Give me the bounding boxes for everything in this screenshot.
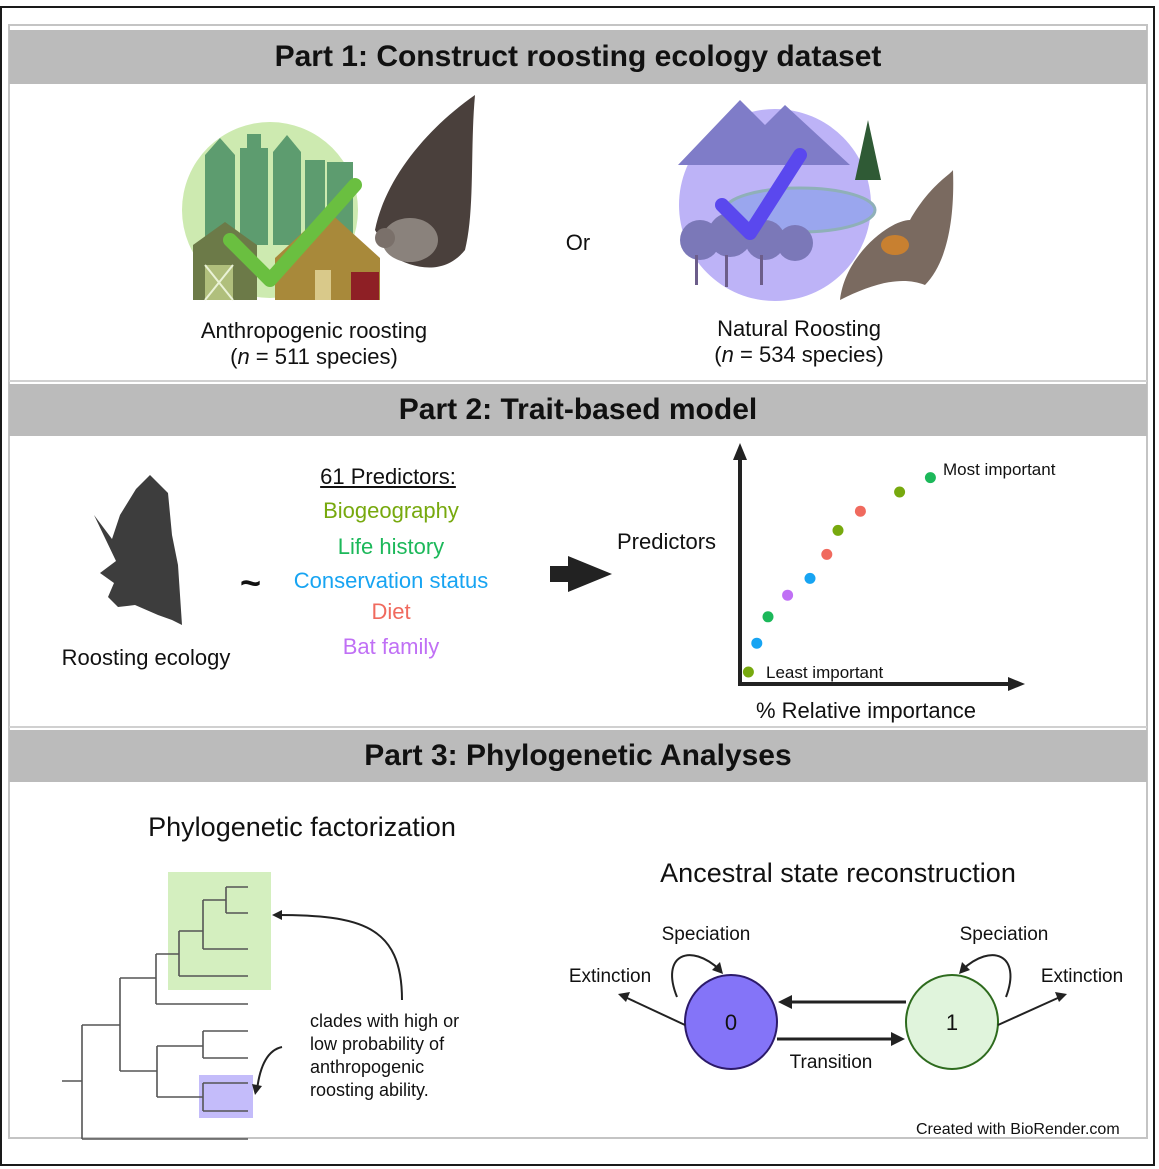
fruit-bat-icon — [840, 170, 954, 300]
speciation-right-label: Speciation — [959, 924, 1049, 945]
response-label: Roosting ecology — [61, 645, 231, 670]
clade-note-line: low probability of — [310, 1034, 445, 1054]
city-buildings-icon — [205, 134, 353, 245]
predictor-category: Life history — [337, 534, 445, 559]
pine-tree-icon — [855, 120, 881, 180]
phylogenetic-tree — [62, 872, 403, 1140]
data-point — [854, 505, 866, 517]
figure-frame — [0, 6, 1155, 1166]
bat-icon — [375, 95, 475, 268]
transition-label: Transition — [789, 1052, 873, 1073]
phylo-title: Phylogenetic factorization — [148, 812, 456, 842]
natural-label: Natural Roosting — [717, 316, 881, 341]
data-point — [751, 637, 763, 649]
natural-n-symbol: n — [721, 342, 734, 367]
biorender-credit: Created with BioRender.com — [916, 1121, 1120, 1138]
clade-note-line: anthropogenic — [310, 1057, 425, 1077]
arrowhead-icon — [272, 910, 282, 920]
predictors-header: 61 Predictors: — [320, 464, 456, 489]
clade-note: clades with high or low probability of ant… — [310, 1010, 459, 1102]
extinction-right-label: Extinction — [1040, 966, 1124, 987]
most-important-label: Most important — [943, 460, 1056, 479]
predictor-category: Diet — [371, 599, 411, 624]
data-point — [832, 524, 844, 536]
data-point — [821, 548, 833, 560]
state-0-label: 0 — [724, 1010, 738, 1035]
arrowhead-icon — [891, 1032, 905, 1046]
arrowhead-icon — [712, 962, 723, 974]
extinction-right-arrow — [997, 996, 1061, 1026]
arrowhead-icon — [959, 962, 970, 974]
separator — [9, 380, 1147, 382]
predictor-category: Bat family — [342, 634, 440, 659]
clade-note-line: clades with high or — [310, 1011, 460, 1031]
predictor-category: Biogeography — [323, 498, 459, 523]
tree-branches — [62, 886, 248, 1140]
anthropogenic-illustration — [182, 95, 475, 301]
anthropogenic-label: Anthropogenic roosting — [200, 318, 428, 343]
speciation-left-label: Speciation — [661, 924, 751, 945]
figure-panel — [8, 24, 1148, 1139]
arrowhead-icon — [1055, 992, 1067, 1002]
anthro-n-prefix: ( — [230, 344, 238, 369]
clade-note-line: roosting ability. — [310, 1080, 429, 1100]
anthro-n-value: = 511 species) — [249, 344, 398, 369]
predictor-category: Conservation status — [293, 568, 489, 593]
extinction-left-label: Extinction — [568, 966, 652, 987]
natural-count: (n = 534 species) — [714, 342, 883, 368]
y-axis-arrow-icon — [733, 443, 747, 460]
state-1-label: 1 — [945, 1010, 959, 1035]
arrow-to-low-clade — [256, 1046, 283, 1091]
asr-title: Ancestral state reconstruction — [660, 858, 1016, 888]
natural-n-prefix: ( — [714, 342, 722, 367]
part1-title: Part 1: Construct roosting ecology datas… — [274, 40, 882, 73]
part3-header: Part 3: Phylogenetic Analyses — [9, 730, 1147, 782]
chart-y-label: Predictors — [617, 529, 717, 554]
speciation-left-loop — [671, 954, 721, 998]
data-point — [782, 589, 794, 601]
data-point — [742, 666, 754, 678]
state-diagram — [618, 954, 1067, 1070]
speciation-right-loop — [961, 954, 1012, 998]
data-point — [894, 486, 906, 498]
or-label: Or — [565, 230, 591, 255]
right-arrow-icon — [550, 556, 612, 592]
data-point — [804, 572, 816, 584]
arrowhead-icon — [252, 1084, 262, 1095]
anthropogenic-count: (n = 511 species) — [230, 344, 398, 370]
arrowhead-icon — [778, 995, 792, 1009]
green-checkmark-icon — [223, 178, 362, 287]
purple-checkmark-icon — [715, 148, 807, 240]
mountains-icon — [678, 100, 850, 165]
extinction-left-arrow — [624, 996, 686, 1026]
bat-silhouette-icon — [94, 475, 182, 625]
x-axis-arrow-icon — [1008, 677, 1025, 691]
part1-header: Part 1: Construct roosting ecology datas… — [9, 30, 1147, 84]
part2-title: Part 2: Trait-based model — [398, 393, 758, 426]
data-point — [762, 611, 774, 623]
data-point — [924, 472, 936, 484]
tilde-symbol: ~ — [240, 562, 262, 603]
arrow-to-high-clade — [275, 914, 403, 1001]
state-1-node — [905, 974, 999, 1070]
least-important-label: Least important — [766, 663, 884, 682]
separator — [9, 726, 1147, 728]
natural-illustration — [678, 100, 954, 301]
part2-header: Part 2: Trait-based model — [9, 384, 1147, 436]
arrowhead-icon — [618, 992, 630, 1002]
part3-title: Part 3: Phylogenetic Analyses — [364, 739, 792, 772]
natural-n-value: = 534 species) — [733, 342, 884, 367]
anthro-n-symbol: n — [237, 344, 250, 369]
state-0-node — [684, 974, 778, 1070]
chart-x-label: % Relative importance — [755, 698, 977, 723]
importance-chart — [733, 443, 1025, 691]
